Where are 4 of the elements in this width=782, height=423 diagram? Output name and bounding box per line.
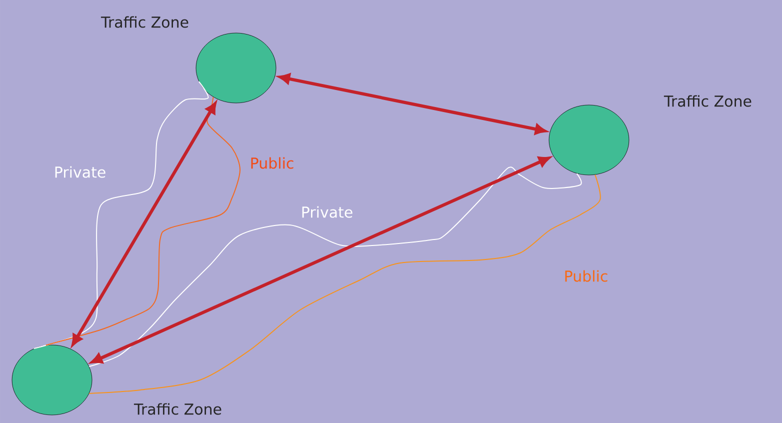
edge-label: Public (562, 269, 610, 283)
zone-title: Traffic Zone (134, 403, 222, 415)
zone-title: Traffic Zone (100, 16, 188, 28)
zone-title: Traffic Zone (664, 95, 752, 107)
